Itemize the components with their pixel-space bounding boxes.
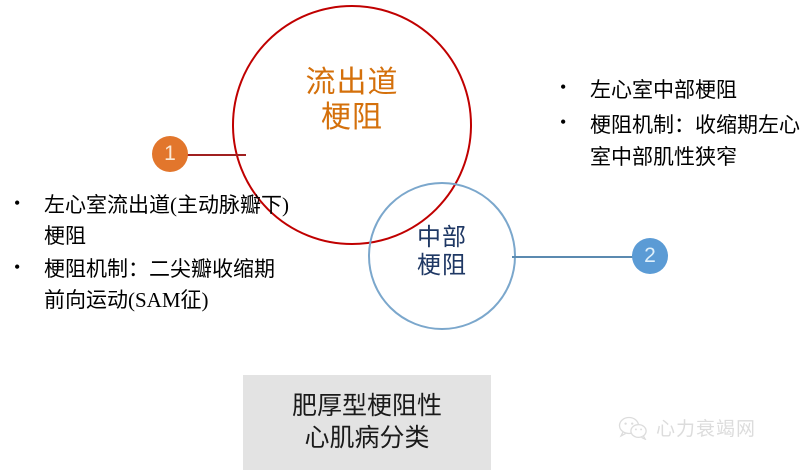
- callout-left-item-text: 左心室流出道(主动脉瓣下)梗阻: [44, 193, 289, 249]
- callout-list-right: 左心室中部梗阻 梗阻机制：收缩期左心室中部肌性狭窄: [552, 74, 802, 176]
- badge-number-1[interactable]: 1: [152, 136, 188, 172]
- list-item: 左心室中部梗阻: [552, 74, 802, 107]
- connector-line-1: [180, 154, 246, 156]
- circle-mid-obstruction: 中部 梗阻: [368, 182, 516, 330]
- wechat-icon: [618, 416, 648, 440]
- callout-right-item-text: 左心室中部梗阻: [590, 78, 737, 102]
- list-item: 梗阻机制：二尖瓣收缩期前向运动(SAM征): [6, 254, 292, 316]
- callout-right-item-text: 梗阻机制：收缩期左心室中部肌性狭窄: [590, 112, 800, 170]
- watermark: 心力衰竭网: [618, 414, 756, 441]
- caption-text: 肥厚型梗阻性 心肌病分类: [291, 392, 442, 452]
- circle-outflow-label: 流出道 梗阻: [305, 66, 399, 135]
- callout-left-item-text: 梗阻机制：二尖瓣收缩期前向运动(SAM征): [44, 257, 275, 313]
- watermark-text: 心力衰竭网: [656, 419, 757, 440]
- connector-line-2: [512, 256, 637, 258]
- callout-list-left: 左心室流出道(主动脉瓣下)梗阻 梗阻机制：二尖瓣收缩期前向运动(SAM征): [6, 190, 292, 318]
- list-item: 左心室流出道(主动脉瓣下)梗阻: [6, 190, 292, 252]
- circle-mid-label: 中部 梗阻: [417, 225, 467, 280]
- circle-outflow-obstruction: 流出道 梗阻: [232, 5, 472, 245]
- badge-number-2[interactable]: 2: [632, 238, 668, 274]
- list-item: 梗阻机制：收缩期左心室中部肌性狭窄: [552, 109, 802, 174]
- caption-box: 肥厚型梗阻性 心肌病分类: [243, 375, 491, 470]
